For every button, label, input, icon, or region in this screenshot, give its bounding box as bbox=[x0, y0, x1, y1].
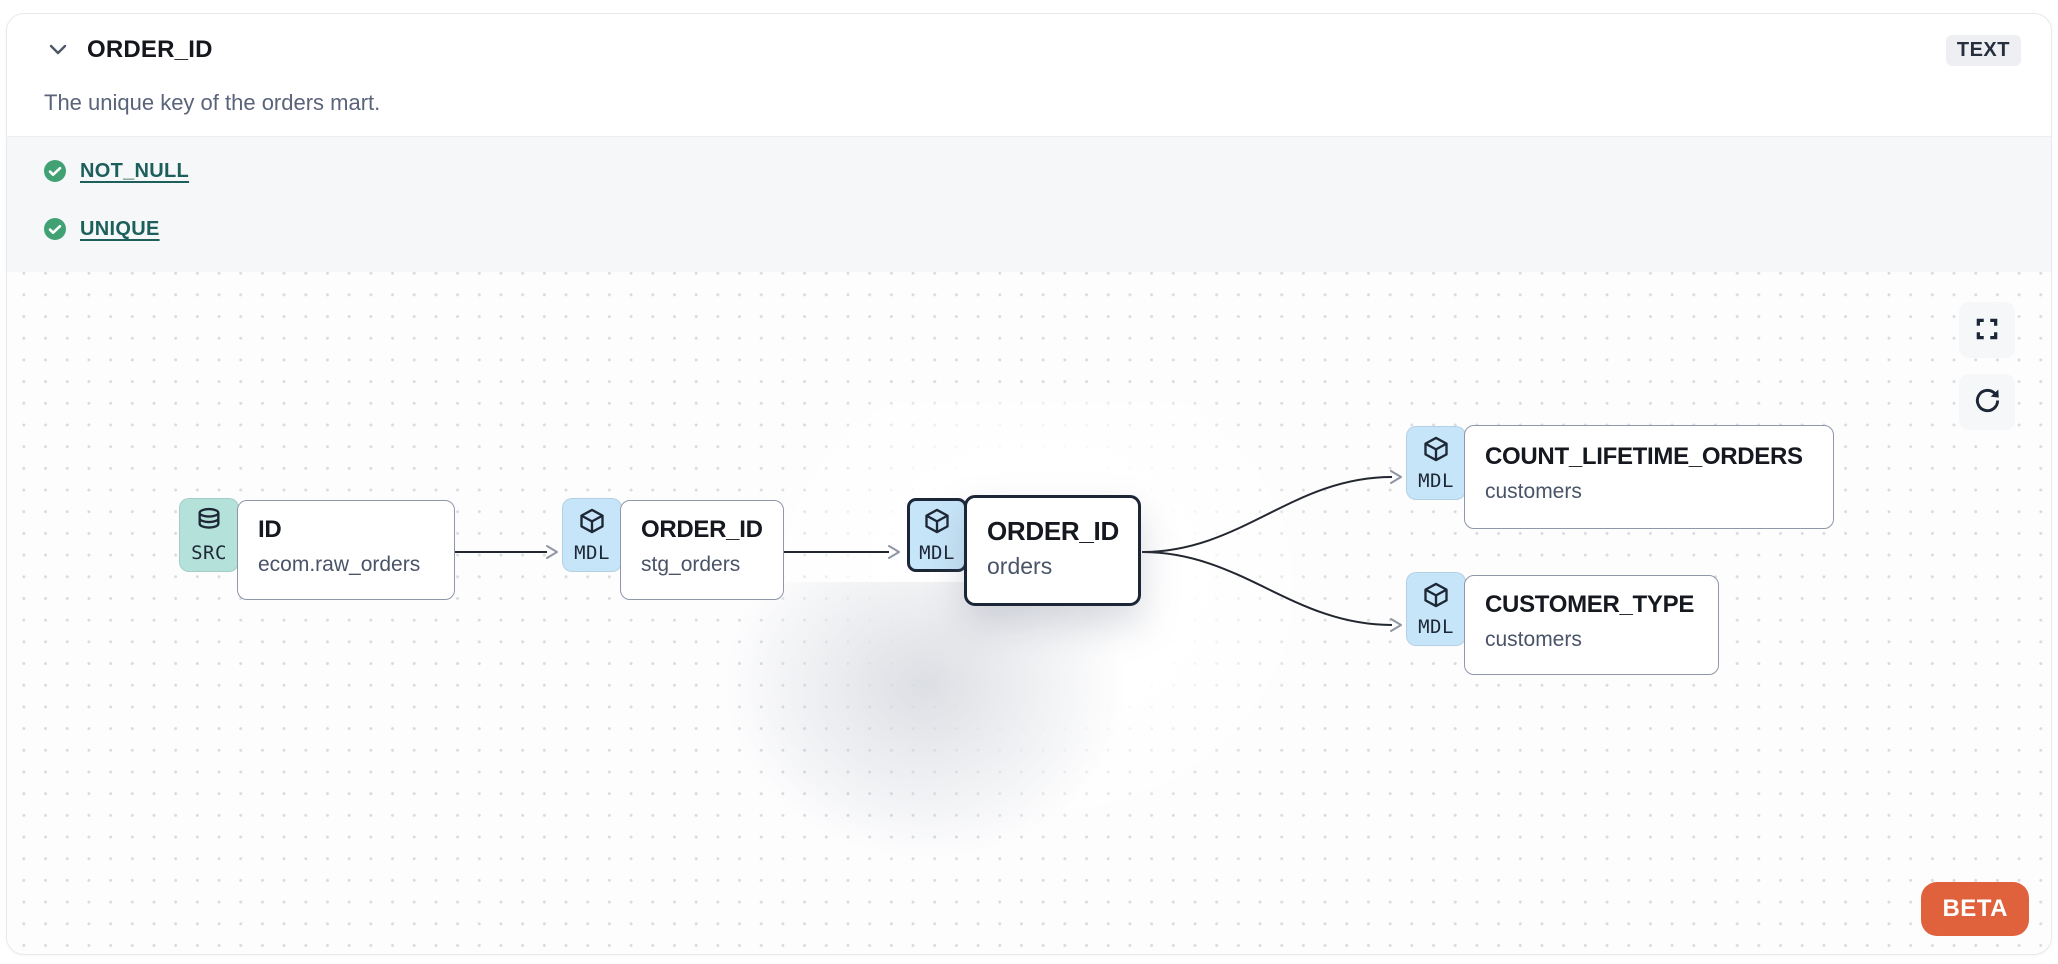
node-badge-label: MDL bbox=[1418, 469, 1454, 492]
canvas-controls bbox=[1959, 302, 2015, 430]
fullscreen-button[interactable] bbox=[1959, 302, 2015, 358]
edge-orders-to-customer-type bbox=[1141, 551, 1393, 626]
lineage-edges bbox=[455, 470, 1402, 632]
tests-section: NOT_NULL UNIQUE bbox=[7, 136, 2051, 272]
node-title: ORDER_ID bbox=[987, 516, 1119, 546]
arrowhead-icon bbox=[1390, 470, 1402, 484]
test-link-not-null[interactable]: NOT_NULL bbox=[80, 159, 190, 182]
edge-orders-to-count-lifetime-orders bbox=[1141, 476, 1393, 553]
test-row: UNIQUE bbox=[43, 217, 2021, 241]
node-badge-label: SRC bbox=[191, 541, 227, 564]
node-type-badge-mdl: MDL bbox=[1406, 426, 1466, 500]
node-card: ID ecom.raw_orders bbox=[237, 500, 455, 600]
node-card: ORDER_ID orders bbox=[964, 495, 1141, 606]
node-title: COUNT_LIFETIME_ORDERS bbox=[1485, 443, 1803, 470]
check-circle-icon bbox=[43, 217, 67, 241]
chevron-down-icon bbox=[46, 37, 70, 64]
refresh-icon bbox=[1974, 387, 2001, 417]
node-subtitle: customers bbox=[1485, 628, 1582, 651]
node-customers-customer-type[interactable]: MDL CUSTOMER_TYPE customers bbox=[1406, 572, 1719, 675]
column-type-badge: TEXT bbox=[1945, 34, 2021, 66]
cube-icon bbox=[923, 507, 951, 540]
column-details-card: ORDER_ID TEXT The unique key of the orde… bbox=[6, 13, 2052, 955]
lineage-canvas[interactable]: SRC ID ecom.raw_orders MDL ORDER_ID stg bbox=[7, 272, 2051, 954]
beta-badge: BETA bbox=[1921, 882, 2029, 936]
node-subtitle: stg_orders bbox=[641, 553, 741, 576]
node-subtitle: orders bbox=[987, 553, 1053, 579]
test-link-unique[interactable]: UNIQUE bbox=[80, 217, 160, 240]
cube-icon bbox=[1422, 581, 1450, 614]
node-card: CUSTOMER_TYPE customers bbox=[1464, 575, 1719, 675]
node-subtitle: ecom.raw_orders bbox=[258, 553, 421, 576]
cube-icon bbox=[578, 507, 606, 540]
node-badge-label: MDL bbox=[919, 541, 955, 564]
node-badge-label: MDL bbox=[574, 541, 610, 564]
fullscreen-icon bbox=[1974, 316, 2000, 345]
column-description: The unique key of the orders mart. bbox=[44, 90, 381, 115]
refresh-button[interactable] bbox=[1959, 374, 2015, 430]
node-title: ID bbox=[258, 516, 282, 543]
node-title: CUSTOMER_TYPE bbox=[1485, 591, 1695, 618]
node-type-badge-mdl: MDL bbox=[1406, 572, 1466, 646]
selected-node-shadow bbox=[697, 582, 1137, 882]
column-header: ORDER_ID TEXT bbox=[7, 14, 2051, 72]
node-badge-label: MDL bbox=[1418, 615, 1454, 638]
database-icon bbox=[195, 507, 223, 540]
node-type-badge-mdl: MDL bbox=[907, 498, 967, 572]
node-orders-order-id-selected[interactable]: MDL ORDER_ID orders bbox=[907, 495, 1141, 606]
cube-icon bbox=[1422, 435, 1450, 468]
arrowhead-icon bbox=[888, 545, 900, 559]
column-title: ORDER_ID bbox=[87, 36, 213, 63]
node-type-badge-mdl: MDL bbox=[562, 498, 622, 572]
node-card: COUNT_LIFETIME_ORDERS customers bbox=[1464, 425, 1834, 529]
check-circle-icon bbox=[43, 159, 67, 183]
node-customers-count-lifetime-orders[interactable]: MDL COUNT_LIFETIME_ORDERS customers bbox=[1406, 425, 1834, 529]
test-row: NOT_NULL bbox=[43, 159, 2021, 183]
node-subtitle: customers bbox=[1485, 480, 1582, 503]
node-src-id[interactable]: SRC ID ecom.raw_orders bbox=[179, 498, 455, 600]
node-type-badge-src: SRC bbox=[179, 498, 239, 572]
selected-node-glow bbox=[747, 402, 1327, 842]
arrowhead-icon bbox=[1390, 618, 1402, 632]
arrowhead-icon bbox=[546, 545, 558, 559]
node-title: ORDER_ID bbox=[641, 516, 763, 543]
node-stg-orders-order-id[interactable]: MDL ORDER_ID stg_orders bbox=[562, 498, 784, 600]
collapse-chevron-button[interactable] bbox=[43, 35, 73, 65]
node-card: ORDER_ID stg_orders bbox=[620, 500, 784, 600]
